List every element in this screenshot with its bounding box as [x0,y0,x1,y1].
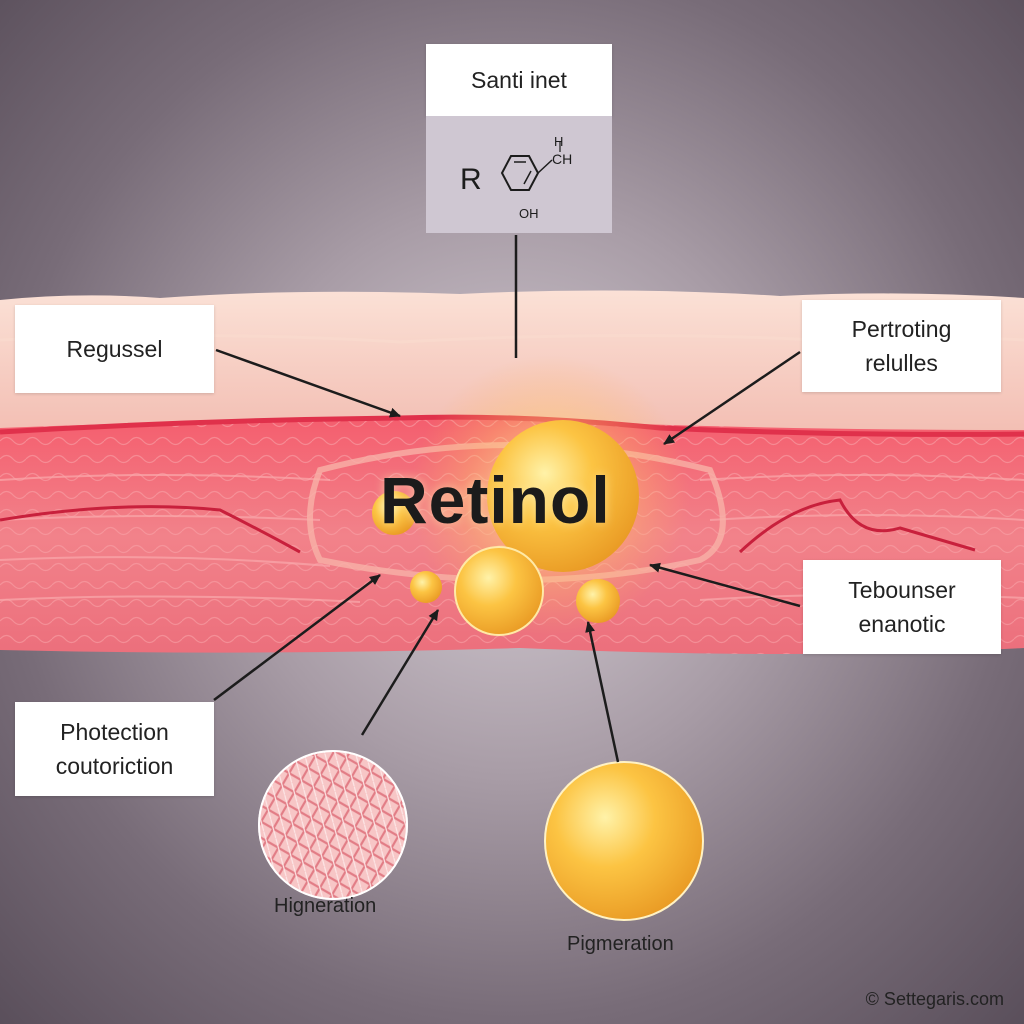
label-box-left-lower: Photection coutoriction [15,702,214,796]
top-label-box: Santi inet [426,44,612,116]
retinol-sphere-medium [454,546,544,636]
pointer-arrows [213,348,801,763]
arrow-right-upper [663,350,801,446]
arrow-texture [360,609,440,736]
retinol-sphere-large [487,420,639,572]
diagram-title: Retinol [380,463,611,537]
caption-sphere: Pigmeration [567,933,674,955]
arrow-left-upper [215,348,401,418]
retinol-sphere-tiny [410,571,442,603]
formula-ch: CH [552,151,572,167]
label-box-right-lower: Tebounser enanotic [803,560,1001,654]
formula-r: R [460,163,482,196]
label-left-lower-line-1: Photection [60,719,169,745]
top-label-text: Santi inet [471,67,567,93]
label-right-lower-line-1: Tebounser [848,577,956,603]
retinol-molecule-icon: R H CH OH [460,134,572,221]
arrow-pigment [585,621,620,763]
pigment-sphere [544,761,704,921]
arrow-left-lower [213,574,381,701]
label-left-upper-line-1: Regussel [66,336,163,362]
skin-texture-icon [258,750,408,900]
retinol-sphere-small-left [372,491,416,535]
epidermis-layer [0,290,1024,430]
retinol-sphere-small-right [576,579,620,623]
copyright-text: © Settegaris.com [865,989,1004,1009]
caption-texture: Higneration [274,895,377,917]
arrow-right-lower [649,562,801,608]
label-right-lower-line-2: enanotic [858,611,946,637]
formula-h: H [554,134,563,149]
label-left-lower-line-2: coutoriction [55,753,174,779]
label-box-left-upper: Regussel [15,305,214,393]
molecule-formula-panel: R H CH OH [426,116,612,233]
label-right-upper-line-2: relulles [865,350,938,376]
label-right-upper-line-1: Pertroting [851,316,952,342]
formula-oh: OH [519,206,539,221]
label-box-right-upper: Pertroting relulles [802,300,1001,392]
